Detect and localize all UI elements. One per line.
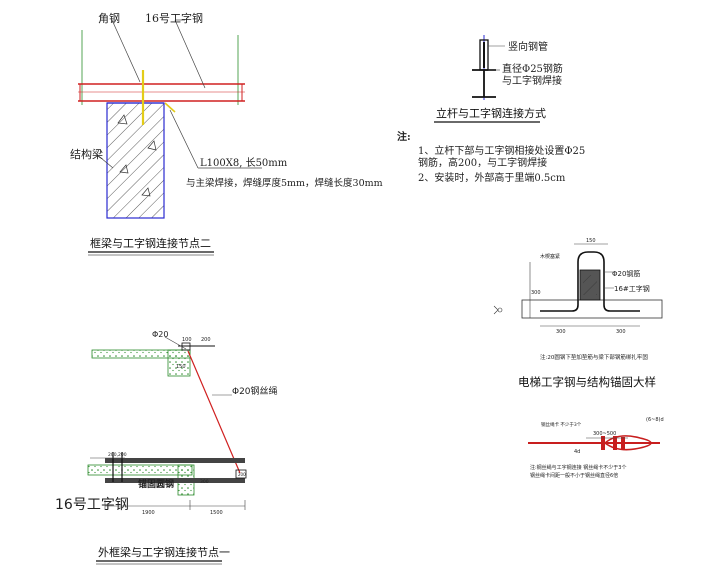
note-line-2: 钢筋，高200，与工字钢焊接: [418, 156, 547, 169]
label-structural-beam: 结构梁: [70, 147, 103, 161]
dim-1900: 1900: [142, 510, 155, 516]
lower-slab: [87, 464, 193, 476]
spec-weld: 与主梁焊接，焊缝厚度5mm，焊缝长度30mm: [186, 177, 383, 189]
dim-1500: 1500: [210, 510, 223, 516]
label-ibeam-16: 16号工字钢: [145, 11, 203, 25]
pole-connection-detail: 竖向钢管 直径Φ25钢筋 与工字钢焊接 立杆与工字钢连接方式: [434, 35, 563, 123]
notes-block: 注: 1、立杆下部与工字钢相接处设置Φ25 钢筋，高200，与工字钢焊接 2、安…: [397, 130, 585, 184]
note-line-1: 1、立杆下部与工字钢相接处设置Φ25: [418, 144, 585, 157]
spec-angle-size: L100X8, 长50mm: [200, 157, 288, 169]
caption-pole: 立杆与工字钢连接方式: [436, 106, 546, 120]
ibeam-lower-bottom: [105, 478, 245, 483]
dim-150: 150: [586, 238, 596, 244]
note-line-3: 2、安装时，外部高于里端0.5cm: [418, 171, 566, 184]
elevator-anchor-detail: 150 300 300 300 Φ20钢筋 16#工字钢 木楔塞紧 注:20圆钢…: [493, 238, 663, 389]
label-top-bar: 木楔塞紧: [540, 253, 560, 260]
caption-elevator: 电梯工字钢与结构锚固大样: [518, 375, 656, 389]
label-phi20-bar: Φ20钢筋: [612, 269, 640, 278]
label-16-ibeam: 16#工字钢: [614, 284, 650, 293]
label-weld-ibeam: 与工字钢焊接: [502, 74, 562, 87]
dim-300-500: 300~500: [593, 431, 616, 437]
label-phi20-rope: Φ20钢丝绳: [232, 385, 278, 397]
ibeam-lower-top: [105, 458, 245, 463]
elevator-note: 注:20圆钢下垫加垫筋与梁下部钢筋绑扎牢固: [540, 353, 648, 361]
svg-text:300: 300: [200, 479, 209, 485]
concrete-symbols: [117, 114, 157, 197]
diagonal-wire-rope: [187, 350, 241, 474]
label-anchor-round-bar: 锚固圆钢: [138, 478, 174, 490]
dim-6-8d: (6~8)d: [646, 417, 664, 423]
caption-detail-one: 外框梁与工字钢连接节点一: [98, 545, 230, 559]
dim-300-left: 300: [556, 329, 566, 335]
detail-node-one: Φ20 100 200 150 Φ20钢丝绳 200,200 200 锚固圆钢 …: [55, 330, 278, 565]
dim-4d: 4d: [574, 449, 580, 455]
slab: [521, 299, 663, 319]
label-phi25-bar: 直径Φ25钢筋: [502, 62, 563, 75]
label-vertical-pipe: 竖向钢管: [508, 40, 548, 53]
dim-200: 200: [201, 337, 211, 343]
caption-detail-two: 框梁与工字钢连接节点二: [90, 236, 211, 250]
detail-node-two: 角钢 16号工字钢 结构梁 L100X8, 长50mm 与主梁焊接，焊缝厚度5m…: [70, 11, 383, 256]
hook-note-2: 钢丝绳卡间距一般不小于钢丝绳直径6倍: [530, 472, 618, 479]
svg-text:钢丝绳卡 不少于3个: 钢丝绳卡 不少于3个: [541, 421, 582, 428]
hook-note-1: 注:钢丝绳与工字钢连接 钢丝绳卡不少于3个: [530, 464, 626, 471]
dim-300-right: 300: [616, 329, 626, 335]
wire-rope-hook-detail: 300~500 (6~8)d 4d 钢丝绳卡 不少于3个 注:钢丝绳与工字钢连接…: [528, 417, 664, 479]
rope-loop: [604, 435, 652, 451]
dim-300-vertical: 300: [531, 290, 541, 296]
label-phi20-top: Φ20: [152, 330, 168, 339]
structural-beam: [106, 102, 165, 219]
label-16-ibeam-large: 16号工字钢: [55, 497, 129, 513]
weld-mark: [164, 102, 176, 113]
svg-text:200: 200: [238, 472, 246, 477]
label-angle-steel: 角钢: [98, 12, 120, 25]
svg-text:200,200: 200,200: [108, 452, 127, 458]
dim-100: 100: [182, 337, 192, 343]
u-anchor-bar: [540, 251, 640, 312]
dim-150-top: 150: [176, 364, 186, 370]
notes-head: 注:: [397, 130, 411, 143]
upper-beam: [167, 349, 191, 377]
